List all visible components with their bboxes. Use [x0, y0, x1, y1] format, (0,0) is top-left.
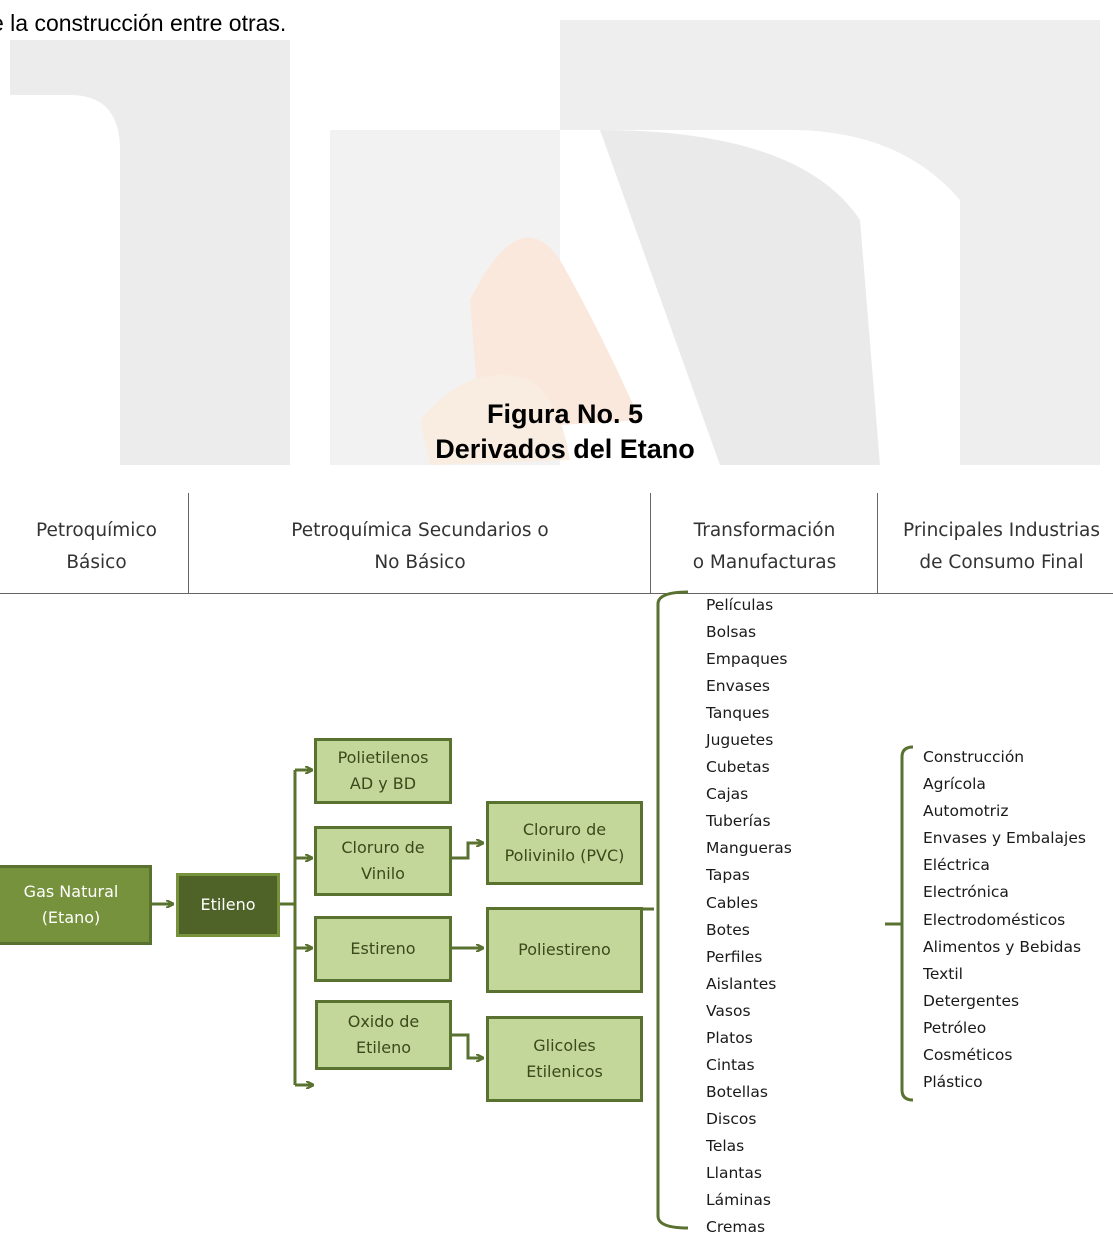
list-item: Láminas — [706, 1191, 771, 1210]
list-item: Mangueras — [706, 839, 792, 858]
list-item: Cremas — [706, 1218, 766, 1237]
box-gas-natural: Gas Natural (Etano) — [0, 865, 152, 945]
box-poliestireno: Poliestireno — [486, 907, 643, 993]
list-item: Aislantes — [706, 974, 777, 993]
box-estireno: Estireno — [314, 916, 452, 982]
box-polietilenos: Polietilenos AD y BD — [314, 738, 452, 804]
list-item: Películas — [706, 596, 774, 614]
list-item: Construcción — [923, 748, 1025, 766]
list-item: Alimentos y Bebidas — [923, 937, 1082, 956]
list-item: Tanques — [706, 704, 770, 723]
box-cloruro-vinilo: Cloruro de Vinilo — [314, 826, 452, 896]
list-item: Textil — [923, 964, 963, 983]
list-item: Platos — [706, 1028, 753, 1047]
list-item: Eléctrica — [923, 856, 990, 875]
list-item: Electrónica — [923, 883, 1009, 902]
list-item: Envases — [706, 677, 770, 696]
manufacturas-list: Películas Bolsas Empaques Envases Tanque… — [706, 592, 792, 1241]
list-item: Cintas — [706, 1055, 755, 1074]
column-header-transformacion: Transformación o Manufacturas — [692, 520, 837, 573]
figure-title: Derivados del Etano — [435, 434, 695, 464]
industrias-list: Construcción Agrícola Automotriz Envases… — [923, 744, 1086, 1096]
box-pvc: Cloruro de Polivinilo (PVC) — [486, 801, 643, 885]
list-item: Vasos — [706, 1001, 751, 1020]
list-item: Empaques — [706, 650, 788, 669]
list-item: Discos — [706, 1109, 757, 1128]
column-divider — [650, 493, 651, 593]
header-rule — [0, 593, 1113, 594]
list-item: Llantas — [706, 1163, 762, 1182]
list-item: Electrodomésticos — [923, 910, 1066, 929]
column-divider — [877, 493, 878, 593]
column-header-basico: Petroquímico Básico — [36, 520, 157, 573]
list-item: Petróleo — [923, 1018, 987, 1037]
box-etileno: Etileno — [176, 873, 280, 937]
column-header-secundarios: Petroquímica Secundarios o No Básico — [291, 520, 549, 573]
list-item: Envases y Embalajes — [923, 829, 1086, 848]
intro-text: e la construcción entre otras. — [0, 10, 287, 36]
list-item: Botellas — [706, 1082, 768, 1101]
list-item: Detergentes — [923, 991, 1020, 1010]
list-item: Bolsas — [706, 623, 757, 642]
list-item: Cosméticos — [923, 1046, 1013, 1065]
column-divider — [188, 493, 189, 593]
list-item: Cajas — [706, 785, 749, 804]
list-item: Perfiles — [706, 947, 763, 966]
list-item: Plástico — [923, 1073, 983, 1092]
box-oxido-etileno: Oxido de Etileno — [315, 1000, 452, 1070]
list-item: Automotriz — [923, 802, 1009, 821]
watermark-logo — [10, 20, 1100, 465]
list-item: Cables — [706, 893, 759, 912]
figure-number: Figura No. 5 — [486, 399, 643, 429]
list-item: Agrícola — [923, 775, 986, 794]
list-item: Botes — [706, 920, 750, 939]
column-header-industrias: Principales Industrias de Consumo Final — [903, 520, 1100, 573]
list-item: Cubetas — [706, 758, 770, 777]
box-glicoles: Glicoles Etilenicos — [486, 1016, 643, 1102]
list-item: Telas — [706, 1136, 745, 1155]
list-item: Tuberías — [706, 812, 771, 831]
list-item: Tapas — [706, 866, 750, 885]
list-item: Juguetes — [706, 731, 774, 750]
